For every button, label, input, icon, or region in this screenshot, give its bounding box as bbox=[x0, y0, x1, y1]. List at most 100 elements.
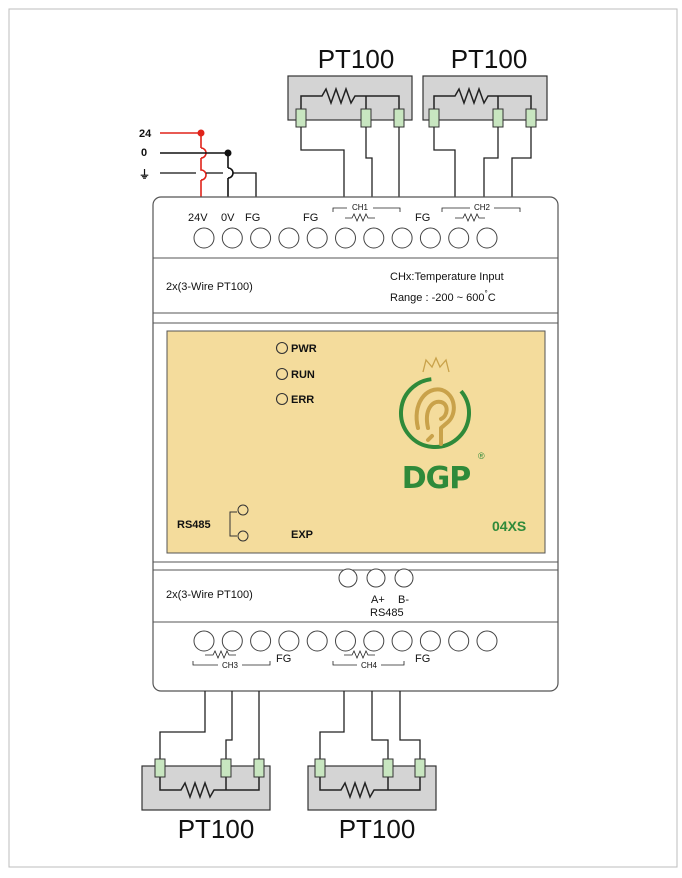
bottom-terminal-labels: CH3 FG CH4 FG bbox=[192, 649, 430, 670]
channel-config-label: 2x(3-Wire PT100) bbox=[166, 281, 253, 293]
terminal-fg-label: FG bbox=[303, 212, 318, 224]
bottom-info-strip: 2x(3-Wire PT100) A+ B- RS485 bbox=[166, 568, 414, 619]
range-label: Range : -200 ~ 600°C bbox=[390, 289, 496, 304]
terminal-0v-label: 0V bbox=[221, 212, 235, 224]
rs485-terminal bbox=[394, 568, 414, 588]
top-terminal-labels: 24V 0V FG FG FG CH1 CH2 bbox=[188, 203, 521, 224]
screw-terminal bbox=[448, 227, 470, 249]
screw-terminal bbox=[221, 227, 243, 249]
front-ports: RS485 EXP bbox=[177, 504, 313, 542]
sensor-body bbox=[287, 75, 413, 121]
rs485-b-label: B- bbox=[398, 594, 409, 606]
sensor-label: PT100 bbox=[339, 814, 416, 844]
sensor-terminal bbox=[220, 758, 232, 778]
resistor-symbol bbox=[433, 86, 532, 110]
terminal-fg-label: FG bbox=[415, 653, 430, 665]
led-pwr-label: PWR bbox=[291, 343, 317, 355]
terminal-24v-label: 24V bbox=[188, 212, 208, 224]
sensor-terminal bbox=[295, 108, 307, 128]
screw-terminal bbox=[335, 227, 356, 249]
power-24-label: 24 bbox=[139, 128, 152, 140]
screw-terminal bbox=[306, 630, 328, 652]
sensor-terminal bbox=[393, 108, 405, 128]
screw-terminal bbox=[448, 630, 470, 652]
led-run-icon bbox=[275, 367, 289, 381]
led-pwr-icon bbox=[275, 341, 289, 355]
sensor-terminal bbox=[525, 108, 537, 128]
registered-mark: ® bbox=[478, 451, 485, 461]
screw-terminal bbox=[193, 227, 215, 249]
screw-terminal bbox=[335, 630, 356, 652]
screw-terminal bbox=[363, 630, 385, 652]
channel-ch1-label: CH1 bbox=[352, 203, 369, 212]
rs485-led-icon bbox=[237, 504, 249, 516]
sensor-terminal bbox=[314, 758, 326, 778]
rs485-a-label: A+ bbox=[371, 594, 385, 606]
screw-terminal bbox=[391, 227, 413, 249]
rs485-port-label: RS485 bbox=[177, 519, 211, 531]
screw-terminal bbox=[278, 630, 300, 652]
channel-ch2-label: CH2 bbox=[474, 203, 491, 212]
rs485-terminal bbox=[366, 568, 386, 588]
terminal-fg-label: FG bbox=[245, 212, 260, 224]
screw-terminal bbox=[363, 227, 385, 249]
sensor-terminal bbox=[492, 108, 504, 128]
resistor-symbol bbox=[319, 776, 421, 800]
screw-terminal bbox=[278, 227, 300, 249]
top-info-strip: 2x(3-Wire PT100) CHx:Temperature Input R… bbox=[166, 271, 504, 304]
brand-logo: DGP ® 04XS bbox=[399, 356, 526, 534]
rs485-terminal bbox=[338, 568, 358, 588]
sensor-terminal bbox=[253, 758, 265, 778]
screw-terminal bbox=[221, 630, 243, 652]
sensor-terminal bbox=[382, 758, 394, 778]
led-run-label: RUN bbox=[291, 369, 315, 381]
terminal-fg-label: FG bbox=[415, 212, 430, 224]
screw-terminal bbox=[391, 630, 413, 652]
channel-type-label: CHx:Temperature Input bbox=[390, 271, 504, 283]
bottom-terminal-row bbox=[193, 630, 498, 652]
sensor-terminal bbox=[360, 108, 372, 128]
rs485-led-icon bbox=[237, 530, 249, 542]
power-0-label: 0 bbox=[141, 147, 147, 159]
screw-terminal bbox=[250, 227, 272, 249]
ground-symbol-icon: ⏚ bbox=[139, 168, 150, 181]
resistor-symbol bbox=[159, 776, 260, 800]
front-panel bbox=[166, 330, 546, 554]
brand-name: DGP bbox=[402, 461, 471, 496]
sensor-terminal bbox=[154, 758, 166, 778]
channel-ch4-label: CH4 bbox=[361, 661, 378, 670]
sensor-terminal bbox=[428, 108, 440, 128]
top-sensor-wires bbox=[300, 127, 532, 197]
terminal-fg-label: FG bbox=[276, 653, 291, 665]
model-label: 04XS bbox=[492, 518, 526, 534]
power-input: 24 0 ⏚ bbox=[139, 128, 257, 197]
screw-terminal bbox=[476, 227, 498, 249]
led-err-icon bbox=[275, 392, 289, 406]
sensor-label: PT100 bbox=[451, 44, 528, 74]
screw-terminal bbox=[419, 227, 441, 249]
sensor-bottom-right: PT100 bbox=[307, 758, 437, 844]
resistor-symbol bbox=[300, 86, 400, 110]
sensor-top-left: PT100 bbox=[287, 44, 413, 128]
horse-head-icon bbox=[414, 387, 456, 446]
status-leds: PWR RUN ERR bbox=[275, 341, 317, 406]
rs485-label: RS485 bbox=[370, 607, 404, 619]
screw-terminal bbox=[419, 630, 441, 652]
outer-frame bbox=[8, 8, 678, 868]
led-err-label: ERR bbox=[291, 394, 314, 406]
channel-config-label: 2x(3-Wire PT100) bbox=[166, 589, 253, 601]
sensor-bottom-left: PT100 bbox=[141, 758, 271, 844]
screw-terminal bbox=[476, 630, 498, 652]
screw-terminal bbox=[193, 630, 215, 652]
sensor-label: PT100 bbox=[178, 814, 255, 844]
sensor-label: PT100 bbox=[318, 44, 395, 74]
sensor-terminal bbox=[414, 758, 426, 778]
sensor-top-right: PT100 bbox=[422, 44, 548, 128]
screw-terminal bbox=[250, 630, 272, 652]
screw-terminal bbox=[306, 227, 328, 249]
crown-icon bbox=[422, 356, 450, 373]
channel-ch3-label: CH3 bbox=[222, 661, 239, 670]
top-terminal-row bbox=[193, 227, 498, 249]
